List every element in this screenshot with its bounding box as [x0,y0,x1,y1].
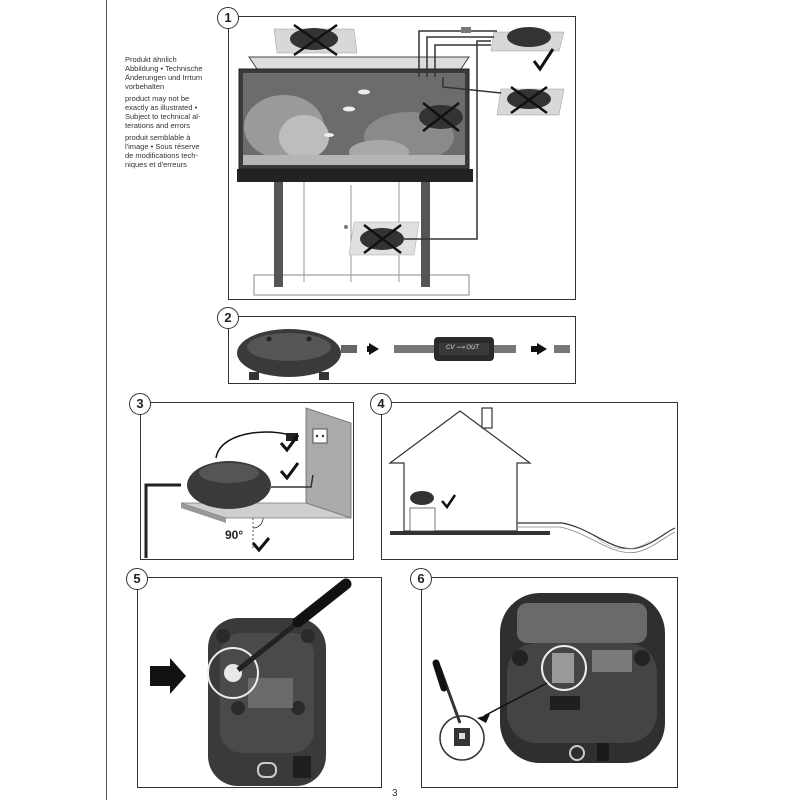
step-6-badge: 6 [410,568,432,590]
step-4-illustration [388,407,676,554]
step-5-badge: 5 [126,568,148,590]
step-1-illustration [237,23,565,296]
binding-line [106,0,107,800]
valve-label: CV ⟶ OUT [446,345,479,351]
step-6-panel: 6 [410,568,678,788]
step-4-badge: 4 [370,393,392,415]
step-2-illustration [237,329,570,380]
disclaimer-de: Produkt ähnlich Abbildung • Technische Ä… [125,55,203,91]
disclaimer-fr: produit semblable à l'image • Sous réser… [125,133,200,169]
step-6-illustration [432,593,665,763]
step-1-panel: 1 [217,7,576,300]
step-5-panel: 5 [126,568,382,788]
step-2-badge: 2 [217,307,239,329]
step-4-panel: 4 [370,393,678,560]
step-3-illustration [144,407,352,558]
disclaimer-en: product may not be exactly as illustrate… [125,94,201,130]
step-3-badge: 3 [129,393,151,415]
step-5-illustration [150,578,352,786]
angle-label: 90° [225,528,244,542]
step-2-panel: CV ⟶ OUT 2 [217,307,576,384]
step-1-badge: 1 [217,7,239,29]
disclaimer-text: Produkt ähnlich Abbildung • Technische Ä… [125,55,225,172]
step-3-panel: 90° 3 [129,393,354,560]
page-number: 3 [392,788,398,799]
